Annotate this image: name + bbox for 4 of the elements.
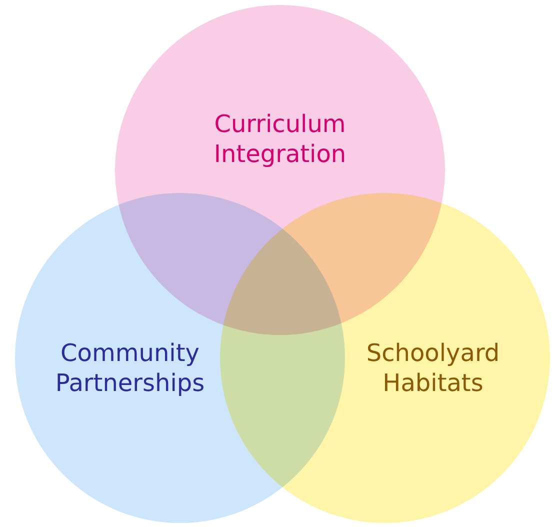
venn-circle	[220, 193, 550, 523]
circle-label: Schoolyard Habitats	[365, 338, 501, 398]
circle-label: Curriculum Integration	[212, 109, 348, 169]
circle-label: Community Partnerships	[54, 338, 206, 398]
